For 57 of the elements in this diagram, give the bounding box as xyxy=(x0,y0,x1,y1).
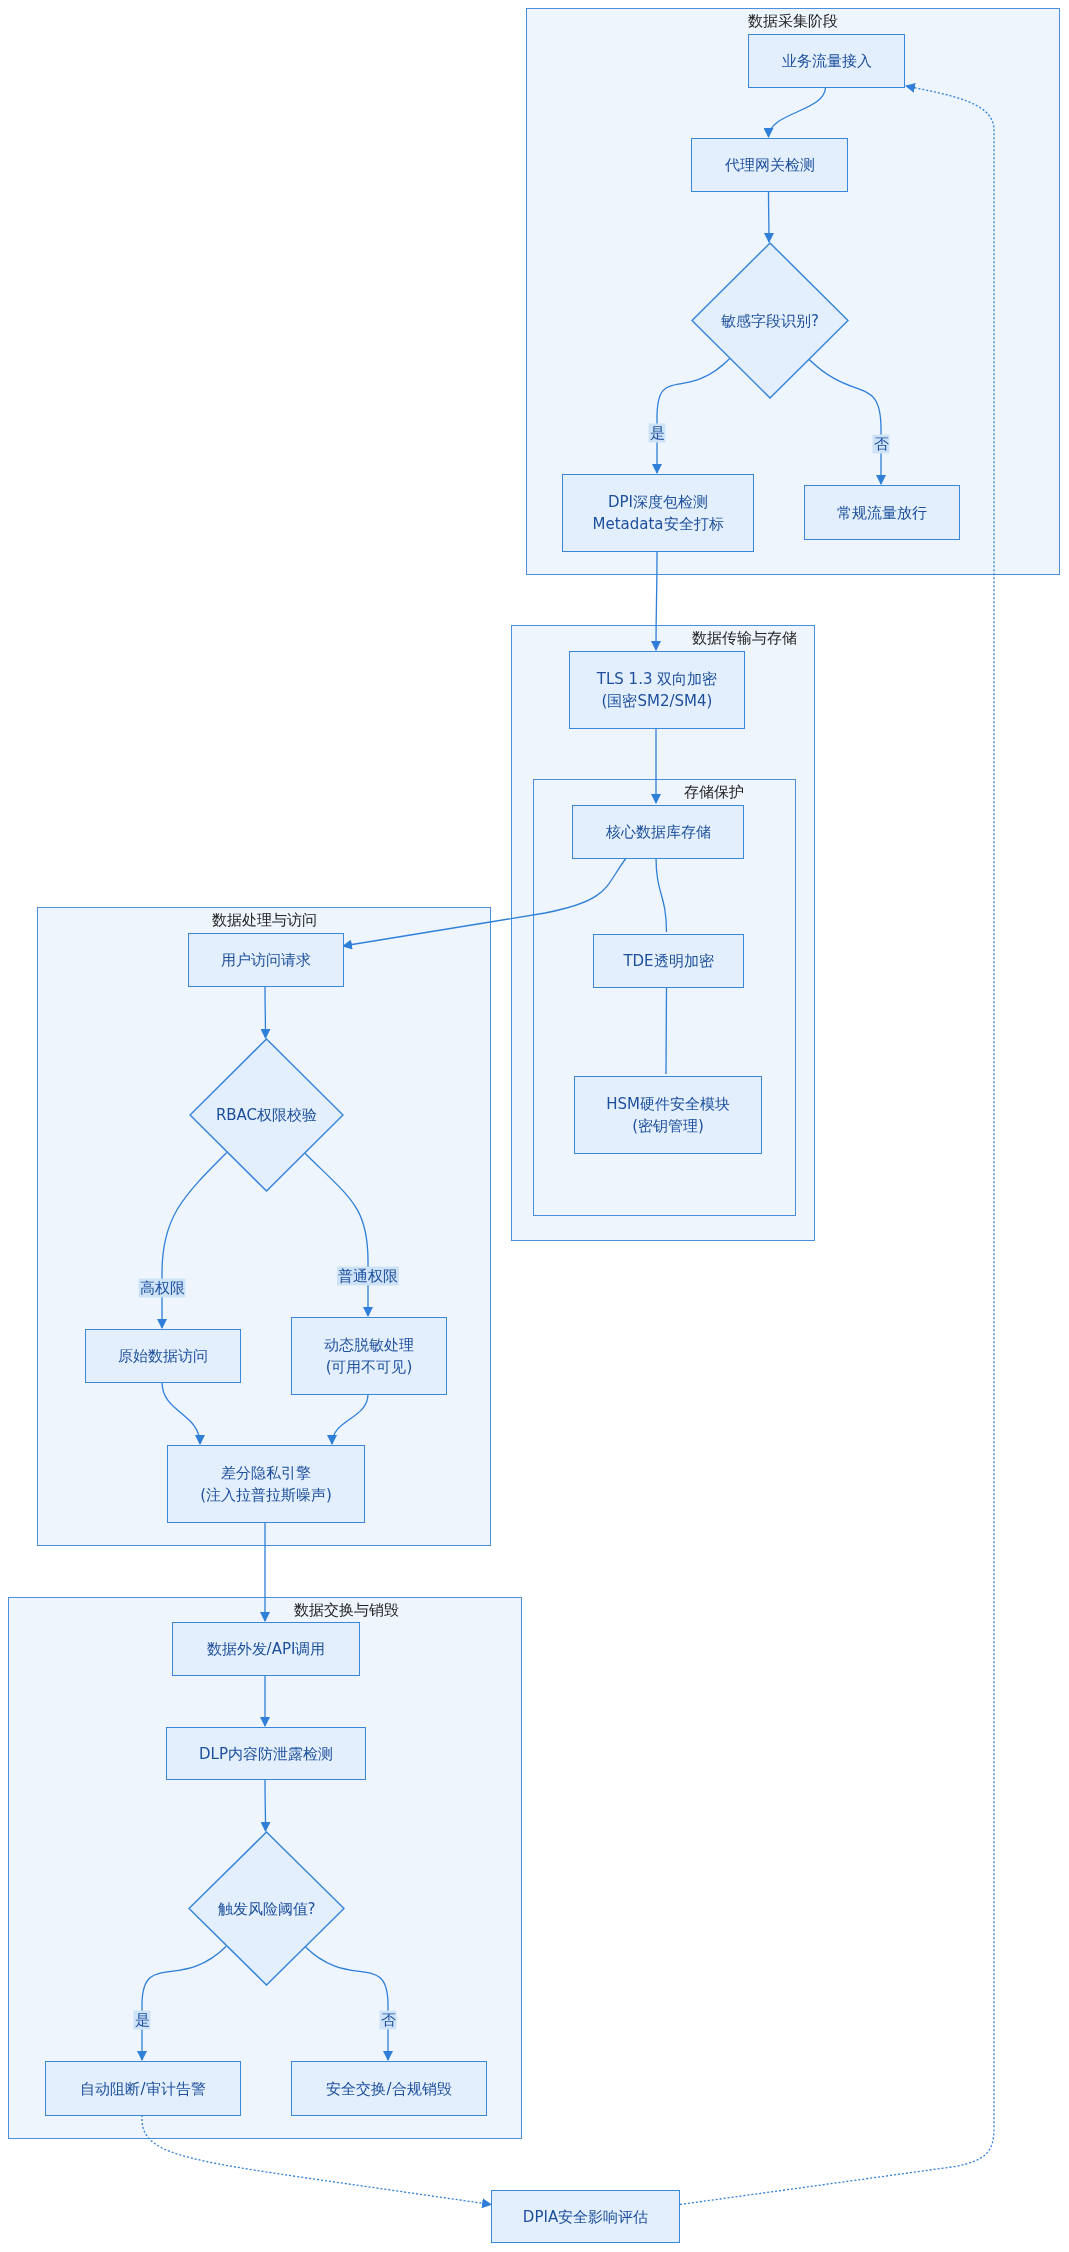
arrow xyxy=(765,86,827,138)
process-box: 用户访问请求 xyxy=(188,933,344,987)
process-box: DLP内容防泄露检测 xyxy=(166,1727,366,1780)
arrow xyxy=(651,727,661,804)
arrow xyxy=(679,82,995,2206)
group-panel xyxy=(533,779,796,1216)
arrow xyxy=(260,985,271,1039)
arrow xyxy=(260,1778,271,1832)
group-title: 数据采集阶段 xyxy=(748,12,838,30)
process-box: 核心数据库存储 xyxy=(572,805,744,859)
process-box: 业务流量接入 xyxy=(748,34,905,88)
decision-diamond: 敏感字段识别? xyxy=(691,242,849,399)
process-box: 常规流量放行 xyxy=(804,485,960,540)
group-title: 存储保护 xyxy=(684,783,744,801)
process-box: 安全交换/合规销毁 xyxy=(291,2061,487,2116)
arrow xyxy=(303,1151,373,1317)
arrow xyxy=(304,1945,393,2061)
edge-label: 普通权限 xyxy=(337,1266,399,1286)
arrow xyxy=(260,1674,270,1727)
group-title: 数据处理与访问 xyxy=(211,911,317,929)
edge-label: 高权限 xyxy=(138,1278,186,1298)
decision-diamond: RBAC权限校验 xyxy=(189,1038,344,1192)
process-box: DPI深度包检测 Metadata安全打标 xyxy=(562,474,754,552)
process-box: 动态脱敏处理 (可用不可见) xyxy=(291,1317,447,1395)
group-panel xyxy=(526,8,1060,575)
arrow xyxy=(157,1151,228,1329)
arrow xyxy=(137,1945,227,2061)
process-box: 原始数据访问 xyxy=(85,1329,241,1383)
arrow xyxy=(342,856,628,950)
arrow xyxy=(328,1393,369,1445)
edge-label: 否 xyxy=(379,2010,397,2030)
process-box: DPIA安全影响评估 xyxy=(491,2190,680,2243)
arrow xyxy=(807,358,886,485)
decision-diamond: 触发风险阈值? xyxy=(188,1831,345,1986)
arrow xyxy=(260,1521,270,1622)
group-title: 数据交换与销毁 xyxy=(294,1601,399,1619)
group-panel xyxy=(8,1597,522,2139)
edge-label: 否 xyxy=(872,434,890,454)
group-panel xyxy=(511,625,815,1241)
arrow xyxy=(764,190,774,243)
edge-label: 是 xyxy=(648,423,666,443)
process-box: 差分隐私引擎 (注入拉普拉斯噪声) xyxy=(167,1445,365,1523)
process-box: HSM硬件安全模块 (密钥管理) xyxy=(574,1076,762,1154)
process-box: TLS 1.3 双向加密 (国密SM2/SM4) xyxy=(569,651,745,729)
arrow xyxy=(161,1381,205,1445)
group-panel xyxy=(37,907,491,1546)
process-box: 自动阻断/审计告警 xyxy=(45,2061,241,2116)
process-box: 数据外发/API调用 xyxy=(172,1622,360,1676)
arrow xyxy=(141,2114,492,2209)
group-title: 数据传输与存储 xyxy=(692,629,797,647)
connector-line xyxy=(665,985,668,1075)
connector-line xyxy=(655,856,668,933)
arrow xyxy=(652,358,731,474)
edge-label: 是 xyxy=(133,2010,151,2030)
process-box: 代理网关检测 xyxy=(691,138,848,192)
process-box: TDE透明加密 xyxy=(593,934,744,988)
arrow xyxy=(651,550,661,651)
